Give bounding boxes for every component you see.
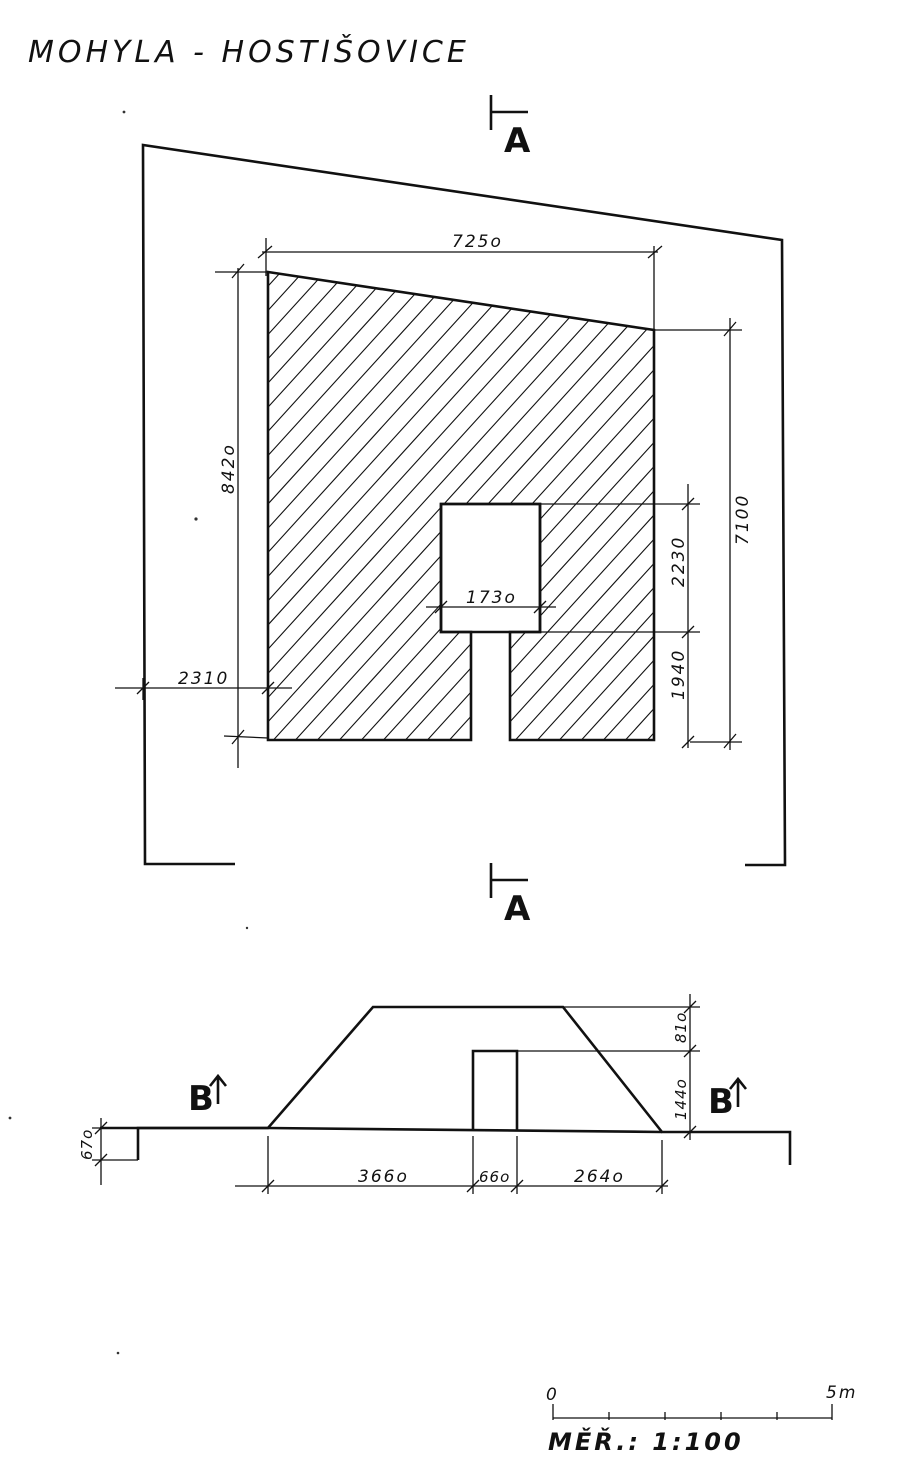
- dim-chamber-height-section: 144o: [672, 1078, 690, 1120]
- section-label-a-bottom: A: [504, 889, 531, 929]
- dim-left-height: 842o: [219, 443, 239, 494]
- dim-left-base: 366o: [358, 1167, 409, 1187]
- dim-right-base: 264o: [574, 1167, 625, 1187]
- dim-chamber: 66o: [479, 1168, 510, 1186]
- section-label-a-top: A: [504, 121, 531, 161]
- hatching-pattern: [268, 272, 654, 740]
- plan-dimension-lines: [115, 238, 742, 768]
- dim-chamber-height: 2230: [669, 536, 689, 587]
- dim-passage-length: 1940: [669, 649, 689, 700]
- dim-right-height: 7100: [733, 494, 753, 545]
- scale-end-label: 5m: [826, 1383, 857, 1403]
- mound-section: [100, 1005, 792, 1165]
- chamber-section: [471, 1049, 519, 1131]
- scale-text: MĚŘ.: 1:100: [548, 1426, 744, 1456]
- dim-chamber-width: 173o: [466, 588, 517, 608]
- dim-ground-step: 67o: [78, 1129, 96, 1160]
- dim-top-width: 725o: [452, 232, 503, 252]
- section-mark-a-bottom: A: [489, 863, 531, 929]
- dim-left-offset: 2310: [178, 669, 229, 689]
- dim-top-height: 81o: [672, 1012, 690, 1043]
- drawing-title: MOHYLA - HOSTIŠOVICE: [28, 33, 470, 70]
- section-dimension-lines: [92, 994, 700, 1194]
- scale-bar: 0 5m MĚŘ.: 1:100: [546, 1383, 857, 1456]
- section-mark-b-left: B: [188, 1073, 228, 1119]
- section-mark-a-top: A: [489, 95, 531, 161]
- section-mark-b-right: B: [708, 1076, 748, 1122]
- chamber-outline: [439, 502, 542, 634]
- outer-frame: [141, 143, 787, 867]
- scale-start-label: 0: [546, 1385, 559, 1405]
